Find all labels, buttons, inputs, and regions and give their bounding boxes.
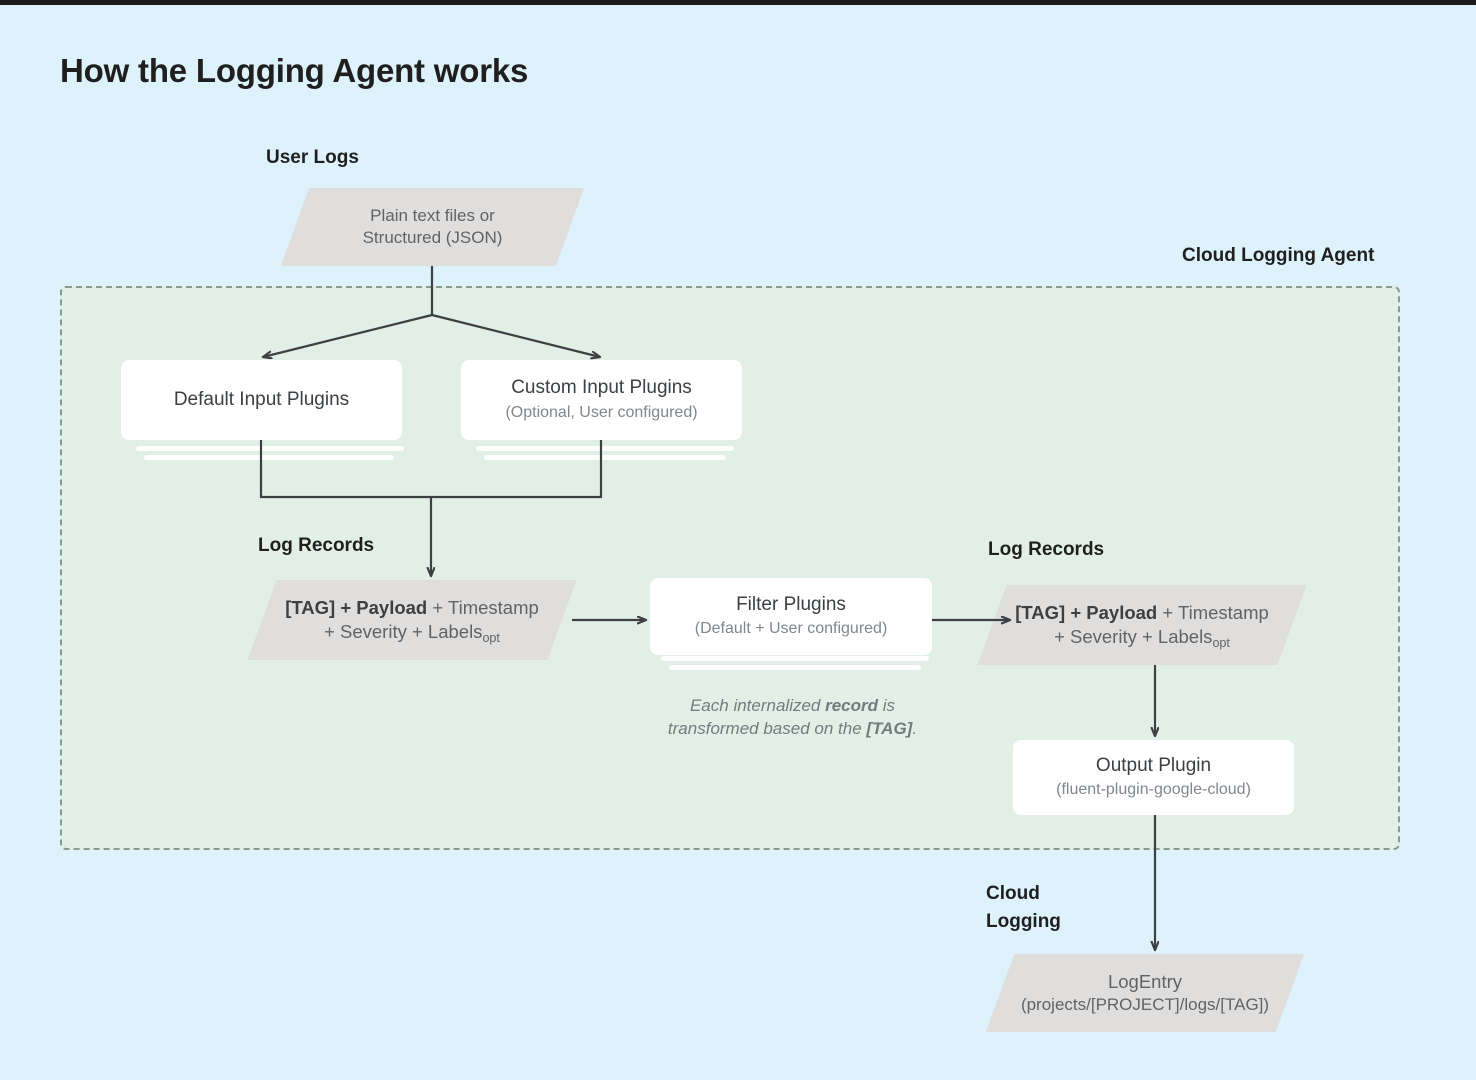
transform-note-a: Each internalized <box>689 696 826 715</box>
filter-plugins-title: Filter Plugins <box>736 593 846 615</box>
transform-note-d: transformed based on the <box>667 719 867 739</box>
user-logs-source-text: Plain text files or Structured (JSON) <box>295 188 570 266</box>
default-input-stack-line-1 <box>136 446 404 451</box>
default-input-stack-line-2 <box>144 455 394 460</box>
log-record-left-text: [TAG] + Payload + Timestamp + Severity +… <box>262 580 562 660</box>
label-log-records-right: Log Records <box>988 539 1105 560</box>
default-input-plugins-card[interactable]: Default Input Plugins <box>121 360 402 440</box>
output-plugin-subtitle: (fluent-plugin-google-cloud) <box>1056 781 1251 799</box>
top-strip <box>0 0 1476 5</box>
custom-input-stack-line-1 <box>476 446 734 451</box>
user-logs-line2: Structured (JSON) <box>362 228 503 247</box>
log-record-left-rest: + Timestamp <box>427 596 539 618</box>
log-record-right-bold: [TAG] + Payload <box>1015 601 1158 623</box>
log-record-left-bold: [TAG] + Payload <box>285 596 428 618</box>
filter-plugins-stack-line-1 <box>661 656 929 661</box>
filter-plugins-stack-line-2 <box>669 665 921 670</box>
transform-note-c: is <box>878 696 896 715</box>
label-cloud-logging: Cloud Logging <box>986 883 1061 932</box>
transform-note-record: record <box>825 696 879 715</box>
custom-input-plugins-subtitle: (Optional, User configured) <box>505 403 698 421</box>
transform-note-tag: [TAG] <box>866 719 913 739</box>
custom-input-plugins-title: Custom Input Plugins <box>511 377 692 399</box>
log-record-right-rest: + Timestamp <box>1157 601 1269 623</box>
filter-plugins-card[interactable]: Filter Plugins (Default + User configure… <box>650 578 932 655</box>
transform-note: Each internalized record is transformed … <box>620 694 965 741</box>
log-entry-title: LogEntry <box>1107 970 1183 992</box>
log-record-right-subscript: opt <box>1212 636 1230 651</box>
default-input-plugins-title: Default Input Plugins <box>173 388 350 410</box>
label-log-records-left: Log Records <box>258 535 375 556</box>
log-record-right-line1: [TAG] + Payload + Timestamp <box>1015 601 1269 625</box>
label-cloud-logging-agent: Cloud Logging Agent <box>1182 245 1375 266</box>
label-user-logs: User Logs <box>266 147 359 168</box>
log-record-left-subscript: opt <box>482 631 500 646</box>
transform-note-f: . <box>912 719 918 739</box>
output-plugin-card[interactable]: Output Plugin (fluent-plugin-google-clou… <box>1013 740 1294 815</box>
log-entry-text: LogEntry (projects/[PROJECT]/logs/[TAG]) <box>1000 954 1290 1032</box>
log-entry-subtitle: (projects/[PROJECT]/logs/[TAG]) <box>1020 994 1270 1014</box>
user-logs-line1: Plain text files or <box>370 205 495 225</box>
log-record-left-line1: [TAG] + Payload + Timestamp <box>285 596 539 620</box>
page-title: How the Logging Agent works <box>60 52 529 89</box>
custom-input-plugins-card[interactable]: Custom Input Plugins (Optional, User con… <box>461 360 742 440</box>
log-record-right-line2-text: + Severity + Labels <box>1054 626 1213 647</box>
log-record-right-line2: + Severity + Labelsopt <box>1054 625 1230 651</box>
log-record-left-line2-text: + Severity + Labels <box>324 621 483 642</box>
filter-plugins-subtitle: (Default + User configured) <box>694 620 888 638</box>
output-plugin-title: Output Plugin <box>1095 754 1212 776</box>
custom-input-stack-line-2 <box>484 455 726 460</box>
log-record-left-line2: + Severity + Labelsopt <box>324 620 500 646</box>
log-record-right-text: [TAG] + Payload + Timestamp + Severity +… <box>992 585 1292 665</box>
